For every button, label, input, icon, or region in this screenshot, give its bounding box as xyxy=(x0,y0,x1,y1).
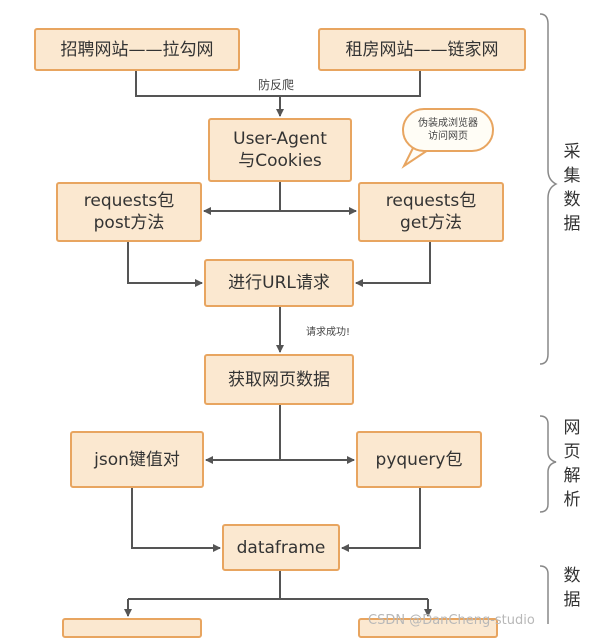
arrow-json-to-dataframe xyxy=(131,488,221,552)
box-pyquery: pyquery包 xyxy=(356,431,482,488)
watermark: CSDN @DanCheng-studio xyxy=(368,613,535,628)
connector-lianjia-merge xyxy=(280,71,421,97)
box-url-request: 进行URL请求 xyxy=(204,259,354,307)
arrow-post-to-url xyxy=(127,242,203,287)
brace-collect xyxy=(539,13,558,365)
box-dataframe: dataframe xyxy=(222,524,340,571)
box-lianjia: 租房网站——链家网 xyxy=(318,28,526,71)
brace-parse xyxy=(539,415,557,513)
brace-data xyxy=(539,565,549,624)
flowchart-connectors xyxy=(124,13,558,624)
arrow-pyquery-to-dataframe xyxy=(341,488,421,552)
box-fetch-page-data: 获取网页数据 xyxy=(204,354,354,405)
box-requests-post: requests包 post方法 xyxy=(56,182,202,242)
box-lagou: 招聘网站——拉勾网 xyxy=(34,28,240,71)
section-label-parse: 网页解析 xyxy=(563,418,581,510)
callout-bubble: 伪装成浏览器 访问网页 xyxy=(402,108,494,152)
box-requests-get: requests包 get方法 xyxy=(358,182,504,242)
box-json-kv: json键值对 xyxy=(70,431,204,488)
section-label-collect: 采集数据 xyxy=(563,142,581,234)
label-anti-crawl: 防反爬 xyxy=(258,78,295,92)
connector-lagou-merge xyxy=(135,71,280,97)
section-label-data: 数据 xyxy=(563,566,581,610)
box-user-agent-cookies: User-Agent 与Cookies xyxy=(208,118,352,182)
arrow-get-to-url xyxy=(355,242,431,287)
label-request-success: 请求成功! xyxy=(306,327,351,338)
box-bottom-left xyxy=(62,618,202,638)
